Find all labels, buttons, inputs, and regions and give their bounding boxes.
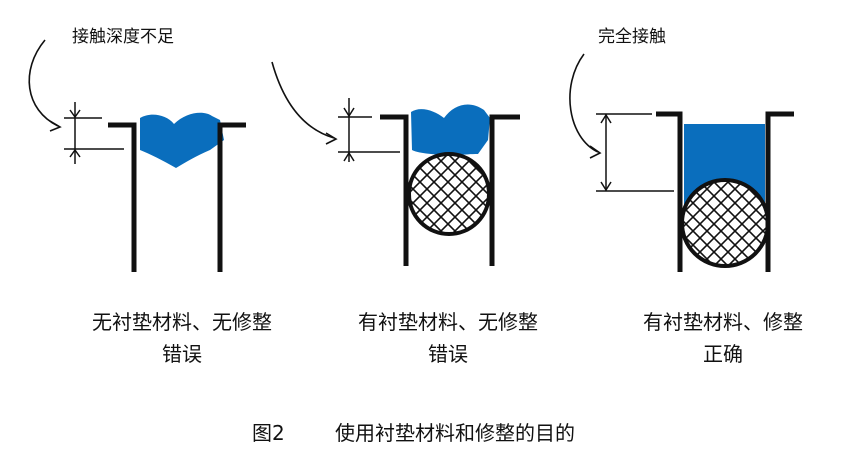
panel-2-callout-arrowhead — [325, 132, 338, 145]
panel-3-label-line1: 有衬垫材料、修整 — [643, 310, 803, 334]
panel-1-left-wall — [108, 122, 137, 272]
panel-2-left-wall — [380, 114, 409, 266]
panel-2-label: 有衬垫材料、无修整 错误 — [336, 309, 560, 367]
panel-3-callout-arrowhead — [589, 145, 602, 159]
figure-number: 图2 — [252, 421, 285, 445]
panel-3-right-wall — [765, 111, 794, 272]
panel-3-label: 有衬垫材料、修整 正确 — [621, 309, 825, 367]
panel-3-callout-leader — [569, 53, 599, 153]
panel-1-callout-arrowhead — [49, 120, 62, 132]
panel-1-depth-dimension — [64, 102, 124, 164]
panel-2-joint — [271, 61, 520, 266]
panel-2-label-line2: 错误 — [428, 342, 468, 366]
panel-1-callout-leader — [28, 39, 59, 127]
panel-3-depth-dimension — [596, 113, 674, 192]
panel-3-joint — [569, 53, 794, 272]
panel-2-right-wall — [489, 114, 520, 266]
panel-2-label-line1: 有衬垫材料、无修整 — [358, 310, 538, 334]
figure-title: 使用衬垫材料和修整的目的 — [335, 421, 575, 445]
panel-3-label-line2: 正确 — [703, 342, 743, 366]
callout-insufficient-depth: 接触深度不足 — [72, 27, 174, 47]
panel-1-joint — [28, 39, 246, 272]
panel-1-right-wall — [217, 122, 246, 272]
panel-2-callout-leader — [271, 61, 335, 139]
panel-3-left-wall — [656, 111, 683, 272]
panel-2-depth-dimension — [338, 98, 400, 162]
panel-1-sealant — [140, 112, 224, 168]
panel-2-sealant — [411, 104, 490, 156]
panel-1-label: 无衬垫材料、无修整 错误 — [70, 309, 294, 367]
panel-1-label-line1: 无衬垫材料、无修整 — [92, 310, 272, 334]
callout-full-contact: 完全接触 — [598, 27, 666, 47]
panel-1-label-line2: 错误 — [162, 342, 202, 366]
